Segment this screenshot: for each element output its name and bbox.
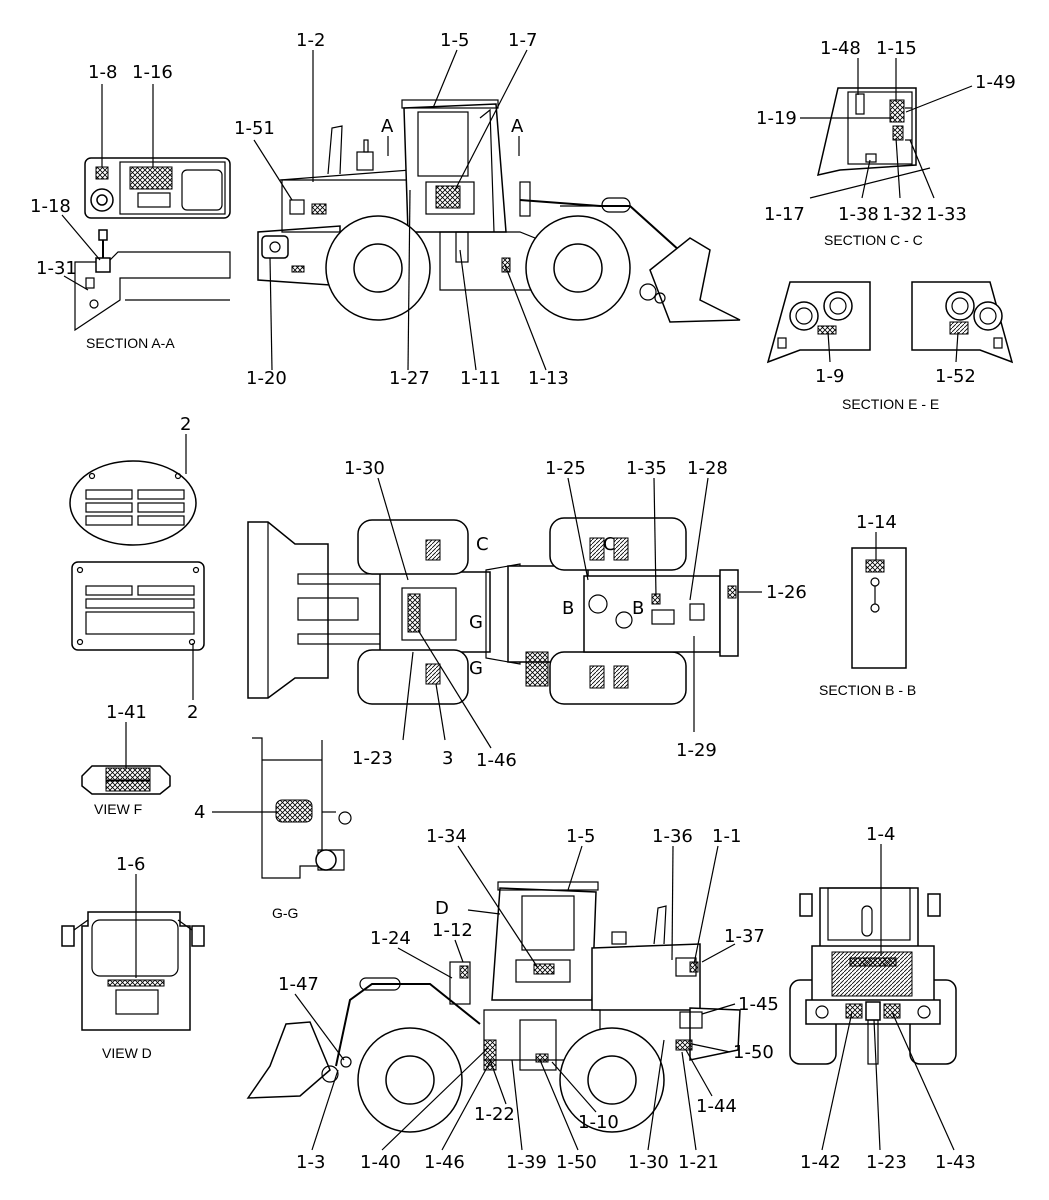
label-1-29: 1-29 <box>676 740 717 761</box>
label-a-left: A <box>381 116 394 137</box>
label-1-20: 1-20 <box>246 368 287 389</box>
label-d: D <box>435 898 449 919</box>
label-1-19: 1-19 <box>756 108 797 129</box>
label-1-30-top: 1-30 <box>344 458 385 479</box>
section-c-drawing <box>817 87 917 176</box>
label-3: 3 <box>442 748 453 769</box>
section-a-leaders <box>61 84 154 291</box>
section-e-drawing <box>766 281 1014 364</box>
label-g-lower: G <box>469 658 483 679</box>
section-e-leaders <box>827 331 959 363</box>
label-1-10: 1-10 <box>578 1112 619 1133</box>
label-1-39: 1-39 <box>506 1152 547 1173</box>
label-1-21: 1-21 <box>678 1152 719 1173</box>
label-1-50-right: 1-50 <box>733 1042 774 1063</box>
label-1-11: 1-11 <box>460 368 501 389</box>
label-1-50-bottom: 1-50 <box>556 1152 597 1173</box>
loader-top-view <box>247 517 762 705</box>
label-1-3: 1-3 <box>296 1152 325 1173</box>
label-1-15: 1-15 <box>876 38 917 59</box>
view-f-drawing <box>81 765 171 795</box>
caption-section-a: SECTION A-A <box>86 335 175 351</box>
label-1-38: 1-38 <box>838 204 879 225</box>
rect-plate <box>71 561 205 651</box>
label-1-27: 1-27 <box>389 368 430 389</box>
rear-view-leaders <box>821 844 955 1151</box>
label-b-left: B <box>562 598 574 619</box>
label-1-5: 1-5 <box>440 30 469 51</box>
label-1-48: 1-48 <box>820 38 861 59</box>
caption-section-b: SECTION B - B <box>819 682 916 698</box>
label-1-51: 1-51 <box>234 118 275 139</box>
section-c-leaders <box>800 58 973 199</box>
label-1-33: 1-33 <box>926 204 967 225</box>
caption-section-c: SECTION C - C <box>824 232 923 248</box>
label-1-31: 1-31 <box>36 258 77 279</box>
label-1-34: 1-34 <box>426 826 467 847</box>
label-1-43: 1-43 <box>935 1152 976 1173</box>
label-1-24: 1-24 <box>370 928 411 949</box>
label-1-52: 1-52 <box>935 366 976 387</box>
label-1-30-bottom: 1-30 <box>628 1152 669 1173</box>
label-a-right: A <box>511 116 524 137</box>
label-1-37: 1-37 <box>724 926 765 947</box>
caption-section-e: SECTION E - E <box>842 396 939 412</box>
label-1-26: 1-26 <box>766 582 807 603</box>
label-1-46-top: 1-46 <box>476 750 517 771</box>
label-1-22: 1-22 <box>474 1104 515 1125</box>
caption-section-g: G-G <box>272 905 298 921</box>
label-1-46-bottom: 1-46 <box>424 1152 465 1173</box>
section-b-drawing <box>851 547 907 669</box>
label-1-47: 1-47 <box>278 974 319 995</box>
label-1-35: 1-35 <box>626 458 667 479</box>
side-view-top-leaders <box>253 49 547 371</box>
label-1-2: 1-2 <box>296 30 325 51</box>
label-1-16: 1-16 <box>132 62 173 83</box>
loader-side-view-bottom <box>246 881 741 1133</box>
label-1-40: 1-40 <box>360 1152 401 1173</box>
label-1-1: 1-1 <box>712 826 741 847</box>
label-1-49: 1-49 <box>975 72 1016 93</box>
label-1-45: 1-45 <box>738 994 779 1015</box>
oval-plate <box>69 460 197 546</box>
label-1-36: 1-36 <box>652 826 693 847</box>
loader-side-view-top <box>257 99 741 323</box>
label-1-9: 1-9 <box>815 366 844 387</box>
label-1-7: 1-7 <box>508 30 537 51</box>
section-a-drawing <box>74 157 231 332</box>
label-1-25: 1-25 <box>545 458 586 479</box>
label-1-4: 1-4 <box>866 824 895 845</box>
label-1-28: 1-28 <box>687 458 728 479</box>
view-d-drawing <box>61 911 205 1031</box>
label-1-41: 1-41 <box>106 702 147 723</box>
top-view-leaders <box>377 477 709 749</box>
label-1-8: 1-8 <box>88 62 117 83</box>
label-1-18: 1-18 <box>30 196 71 217</box>
label-1-32: 1-32 <box>882 204 923 225</box>
label-1-5-bottom: 1-5 <box>566 826 595 847</box>
label-1-44: 1-44 <box>696 1096 737 1117</box>
label-g-upper: G <box>469 612 483 633</box>
label-c-left: C <box>476 534 489 555</box>
label-c-right: C <box>603 534 616 555</box>
label-1-17: 1-17 <box>764 204 805 225</box>
label-2-top: 2 <box>180 414 191 435</box>
label-4: 4 <box>194 802 205 823</box>
label-b-right: B <box>632 598 644 619</box>
section-g-drawing <box>252 737 352 879</box>
rear-view-drawing <box>789 887 957 1065</box>
label-1-6: 1-6 <box>116 854 145 875</box>
caption-view-f: VIEW F <box>94 801 142 817</box>
label-1-14: 1-14 <box>856 512 897 533</box>
label-2-bottom: 2 <box>187 702 198 723</box>
side-view-bottom-leaders <box>294 845 736 1151</box>
label-1-42: 1-42 <box>800 1152 841 1173</box>
label-1-23-rear: 1-23 <box>866 1152 907 1173</box>
label-1-12: 1-12 <box>432 920 473 941</box>
label-1-23-top: 1-23 <box>352 748 393 769</box>
label-1-13: 1-13 <box>528 368 569 389</box>
caption-view-d: VIEW D <box>102 1045 152 1061</box>
